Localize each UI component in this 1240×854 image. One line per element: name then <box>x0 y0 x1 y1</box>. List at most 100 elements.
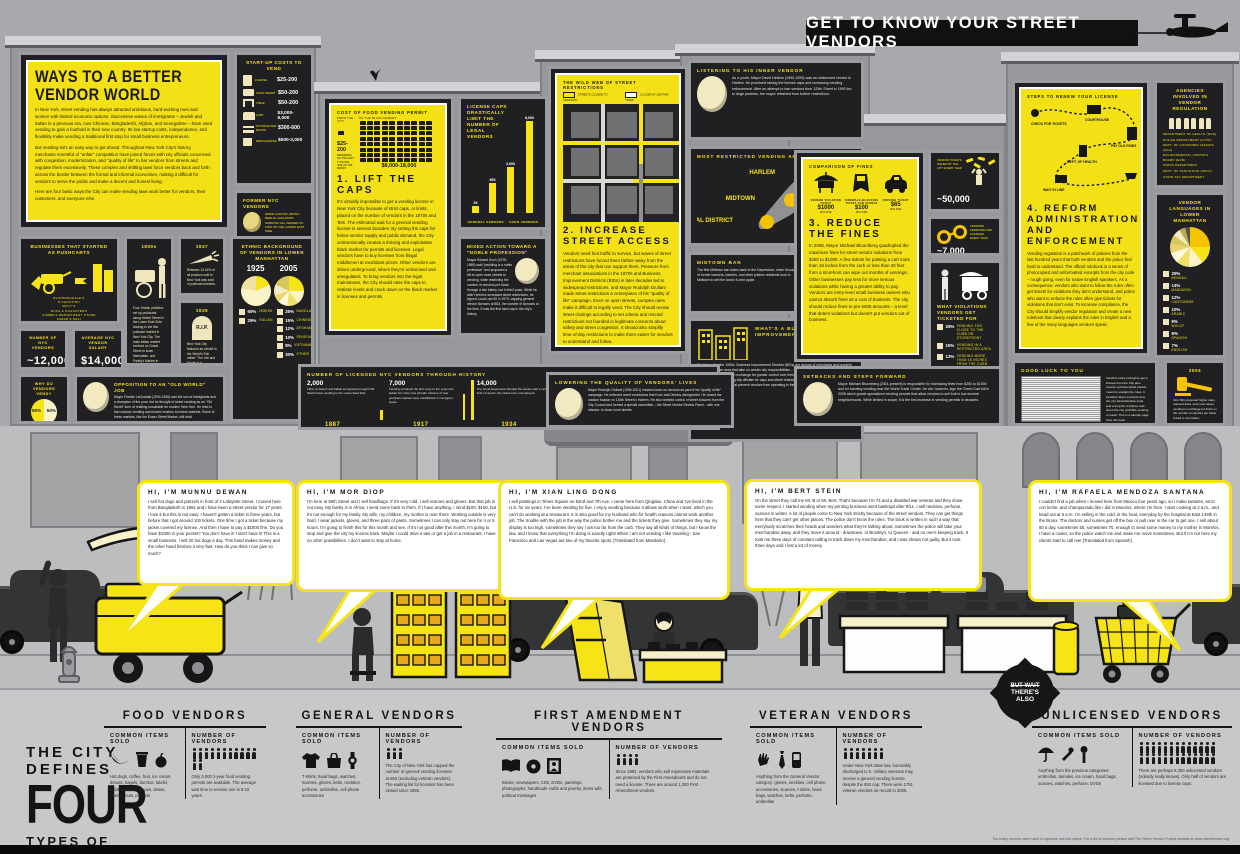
items-text: Books, newspapers, CDs, DVDs, paintings,… <box>502 780 602 798</box>
ways-panel: WAYS TO A BETTER VENDOR WORLD In New Yor… <box>18 52 230 230</box>
ways-p2: But vending isn't an easy way to get ahe… <box>35 144 211 184</box>
language-pct: 25% <box>1171 270 1181 276</box>
koch-text: Mayor Edward Koch (1978-1989) said "pedd… <box>467 257 539 317</box>
renew-steps-path: CHECK FOR TICKETS COURTHOUSE PAY OLD FIN… <box>1031 105 1137 192</box>
section1-number: 1. <box>337 174 350 186</box>
four-big: FOUR <box>26 774 148 836</box>
language-pct: 6% <box>1171 354 1178 358</box>
ethnic-year-right: 2005 <box>279 263 298 273</box>
from-city-label: FROM THE CITY <box>337 117 354 123</box>
from-city-value: $25-200 <box>337 141 348 153</box>
timeline-year: 1887 <box>325 421 341 428</box>
tickets-stat-panel: VENDOR TICKETS ISSUED BY THE CITY EVERY … <box>928 150 1002 212</box>
vendor-type-veteran: VETERAN VENDORS COMMON ITEMS SOLD Anythi… <box>750 710 922 806</box>
why-vend-panel: WHY DO VENDORS VEND? 50% 50% CHOSE VENDI… <box>18 374 70 424</box>
renew-title: STEPS TO RENEW YOUR LICENSE <box>1027 94 1119 99</box>
vendor-mor-figure <box>350 608 376 681</box>
storefront-window <box>30 432 140 528</box>
legend-label: VIETNAMESE <box>294 343 313 348</box>
era-1800s-text: Four Jewish peddlers set up pushcarts al… <box>133 305 164 366</box>
bubble-text: I sell hot dogs and pretzels in front of… <box>148 499 284 556</box>
section2-box: THE WILD WEB OF STREET RESTRICTIONS STRE… <box>555 73 681 347</box>
bubble-title: HI, I'M MUNNU DEWAN <box>148 489 249 496</box>
legend-label: OTHER <box>296 351 310 356</box>
number-text: Since 1982, vendors who sell expressive … <box>615 769 710 793</box>
items-text: Anything from the General Vendor categor… <box>756 774 826 805</box>
hotdog-cart-vendor <box>38 525 243 683</box>
pushcart-business: D'AGOSTINO <box>58 300 80 305</box>
rip-text: R.I.P. <box>196 324 208 331</box>
table-icon <box>243 89 254 97</box>
timeline-year: 1917 <box>413 421 429 428</box>
agency-item: DEPARTMENT OF HEALTH (DOH) <box>1163 131 1217 136</box>
pushcart-business: GIMBELS DEPARTMENT STORE <box>42 312 96 317</box>
former-vendors-text: EDDIE CANTOR, IRVING BERLIN, AND DAVID S… <box>265 211 305 234</box>
pushcart-businesses-panel: BUSINESSES THAT STARTED AS PUSHCARTS BLO… <box>18 236 120 324</box>
vendor-type-title: VETERAN VENDORS <box>758 710 914 722</box>
agency-item: DEPT. OF CONSUMER AFFAIRS (DCA) <box>1163 143 1214 152</box>
timeline-text: Vending remained the first rung on the e… <box>389 386 454 405</box>
webmap-title: THE WILD WEB OF STREET RESTRICTIONS <box>563 80 637 90</box>
timeline-title: NUMBER OF LICENSED NYC VENDORS THROUGH H… <box>307 372 487 377</box>
startup-item-label: MERCHANDISE <box>256 138 277 143</box>
bubble-text: I'm here at 55th Street and I sell handb… <box>307 499 497 543</box>
midtown-ban-text: The first Midtown ban dates back to the … <box>697 267 801 283</box>
startup-item-value: $25-200 <box>277 77 298 84</box>
speech-bubble-xian: HI, I'M XIAN LING DONG I sell paintings … <box>498 480 730 600</box>
violation-pct: 25% <box>945 324 955 330</box>
speech-bubble-rafaela: HI, I'M RAFAELA MENDOZA SANTANA I couldn… <box>1028 480 1232 602</box>
salary-title: AVERAGE NYC VENDOR SALARY <box>81 336 115 350</box>
era-1800s-panel: 1800s Four Jewish peddlers set up pushca… <box>124 236 174 366</box>
bar-value: 8,000 <box>525 116 534 120</box>
giuliani-title: LOWERING THE QUALITY OF VENDORS' LIVES <box>555 380 698 385</box>
svg-text:CHECK FOR TICKETS: CHECK FOR TICKETS <box>1031 122 1067 126</box>
startup-item-value: $50-200 <box>278 100 299 107</box>
svg-text:MIDTOWN: MIDTOWN <box>726 196 755 202</box>
number-text: The City of New York has capped the numb… <box>385 763 455 794</box>
four-line2: DEFINES <box>26 761 113 778</box>
bubble-title: HI, I'M MOR DIOP <box>307 489 386 496</box>
section4-title: REFORM ADMINISTRATION AND ENFORCEMENT <box>1027 203 1140 247</box>
fine-label: VENDOR VIOLATION TICKET <box>810 199 842 205</box>
languages-panel: VENDOR LANGUAGES IN LOWER MANHATTAN 25%B… <box>1154 192 1226 358</box>
agency-item: STATE TAX DEPARTMENT <box>1163 175 1205 180</box>
dinkins-title: LISTENING TO HIS INNER VENDOR <box>697 68 804 73</box>
bar-value: 853 <box>489 178 496 182</box>
person-row <box>843 748 917 759</box>
era-1800s-year: 1800s <box>141 244 157 249</box>
vendor-munnu-figure <box>38 560 68 662</box>
section2-title: INCREASE STREET ACCESS <box>563 225 671 247</box>
bubble-tail <box>316 586 382 644</box>
timeline-text: The Great Depression flooded the streets… <box>476 386 547 396</box>
perfume-icon <box>1062 747 1074 761</box>
bar-value: 53 <box>473 201 478 205</box>
startup-title: START-UP COSTS TO VEND <box>246 60 302 71</box>
section2-number: 2. <box>563 225 576 236</box>
vendor-type-title: FOOD VENDORS <box>122 710 248 722</box>
merchandise-lock-icon <box>243 135 252 146</box>
laguardia-portrait <box>83 382 109 412</box>
person-row <box>616 754 717 765</box>
ticket-icon <box>852 174 869 192</box>
language-pct: 10% <box>1171 306 1181 312</box>
four-line1: THE CITY <box>26 744 119 761</box>
legend-label: BANGLADESHI <box>296 308 314 313</box>
handbag-vendor <box>350 583 512 681</box>
laguardia-panel: OPPOSITION TO AN "OLD WORLD" JOB Mayor F… <box>74 374 226 424</box>
section3-body: In 2005, Mayor Michael Bloomberg quadrup… <box>809 243 911 323</box>
language-pct: 12% <box>1171 294 1181 300</box>
legend-label: JEWISH <box>258 308 273 313</box>
agency-figures <box>1163 113 1217 129</box>
goodluck-panel: GOOD LUCK TO YOU Vendors lucky enough to… <box>1012 360 1158 426</box>
restricted-title: MOST RESTRICTED VENDING AREAS <box>697 154 810 159</box>
bubble-title: HI, I'M RAFAELA MENDOZA SANTANA <box>1039 489 1206 496</box>
midtown-ban-title: MIDTOWN BAN <box>697 260 742 265</box>
cellphone-icon <box>792 752 801 768</box>
startup-item-label: STORAGE PER MONTH <box>256 124 277 133</box>
poster-title: GET TO KNOW YOUR STREET VENDORS <box>806 14 1081 51</box>
vendor-type-food: FOOD VENDORS COMMON ITEMS SOLD Hot dogs,… <box>104 710 266 800</box>
pushcart-to-building-icon <box>31 263 113 294</box>
book-icon <box>502 759 520 772</box>
number-label: NUMBER OF VENDORS <box>191 733 237 745</box>
bloomberg-portrait <box>803 381 833 416</box>
